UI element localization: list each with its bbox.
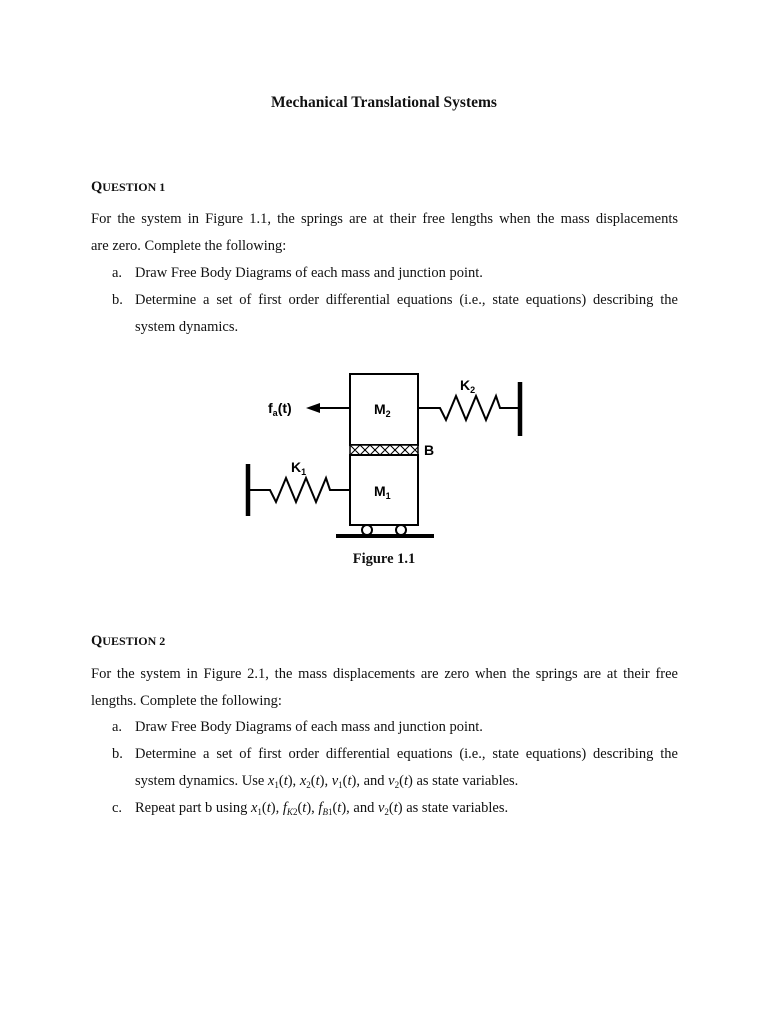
item-marker: a. [112,719,123,735]
spring-k2 [418,393,520,423]
page-title: Mechanical Translational Systems [271,94,497,111]
item-marker: b. [112,292,123,308]
mass-m1-label: M1 [374,483,391,501]
item-text: Repeat part b using x1(t), fK2(t), fB1(t… [135,800,509,817]
wheel-right [395,524,407,536]
force-arrow-head [306,403,320,413]
item-marker: a. [112,265,123,281]
mass-m1-block [349,454,419,526]
item-text: Draw Free Body Diagrams of each mass and… [135,265,483,281]
figure-1-1-diagram: fa(t) M2 M1 K2 K1 B [245,373,523,538]
item-text-line-1: Determine a set of first order different… [135,746,678,762]
spring-k2-label: K2 [460,377,475,395]
question-2-intro-line-1: For the system in Figure 2.1, the mass d… [91,666,678,682]
item-text-line-2: system dynamics. Use x1(t), x2(t), v1(t)… [135,773,519,790]
wheel-left [361,524,373,536]
spring-k1-label: K1 [291,459,306,477]
mass-m2-label: M2 [374,401,391,419]
item-text-line-2: system dynamics. [135,319,239,335]
question-1-intro-line-1: For the system in Figure 1.1, the spring… [91,211,678,227]
question-1-intro: For the system in Figure 1.1, the spring… [91,206,678,260]
question-1-heading: QUESTION 1 [91,179,166,195]
question-1-intro-line-2: are zero. Complete the following: [91,238,287,254]
item-marker: b. [112,746,123,762]
question-2-heading: QUESTION 2 [91,633,166,649]
damper-b-hatch [349,444,419,456]
damper-b-label: B [424,442,434,458]
spring-k1 [248,475,350,505]
question-2-intro-line-2: lengths. Complete the following: [91,693,282,709]
item-marker: c. [112,800,123,816]
question-2-intro: For the system in Figure 2.1, the mass d… [91,661,678,715]
figure-1-1-caption: Figure 1.1 [352,551,416,567]
item-text: Draw Free Body Diagrams of each mass and… [135,719,483,735]
item-text-line-1: Determine a set of first order different… [135,292,678,308]
force-label: fa(t) [268,400,292,418]
